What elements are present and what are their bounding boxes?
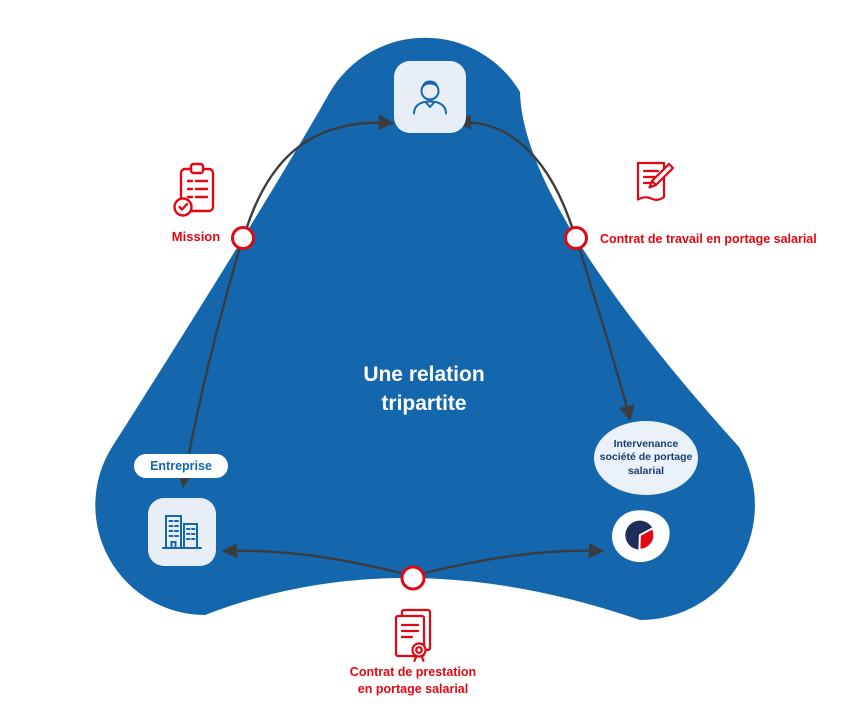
documents-seal-icon	[394, 608, 432, 662]
mission-label: Mission	[171, 229, 221, 244]
arrow-contract-to-consultant	[455, 114, 575, 231]
person-icon	[413, 80, 447, 115]
connector-node-bottom	[400, 565, 426, 591]
entreprise-label: Entreprise	[134, 454, 228, 478]
relation-arrows	[177, 114, 635, 575]
portage-company-tile	[608, 506, 674, 566]
connector-node-left	[231, 226, 255, 250]
entreprise-tile	[148, 498, 216, 566]
arrow-contract-to-portage	[577, 246, 635, 422]
arrow-prestation-to-entreprise	[221, 542, 402, 575]
arrow-prestation-to-portage	[424, 542, 605, 575]
service-contract-label-line1: Contrat de prestation	[349, 665, 477, 679]
connector-nodes	[231, 226, 588, 591]
buildings-icon	[162, 515, 202, 549]
service-contract-label-line2: en portage salarial	[357, 681, 469, 696]
service-contract-label: Contrat de prestation en portage salaria…	[308, 664, 518, 698]
portage-label-line3: salarial	[627, 464, 665, 477]
page-title: Une relation tripartite	[292, 360, 556, 419]
portage-company-label: Intervenance société de portage salarial	[594, 421, 698, 495]
page-title-line1: Une relation	[363, 363, 485, 386]
connector-node-right	[564, 226, 588, 250]
work-contract-label: Contrat de travail en portage salarial	[600, 232, 817, 246]
page-title-line2: tripartite	[381, 392, 467, 416]
portage-logo-icon	[625, 520, 656, 551]
portage-label-line2: société de portage	[599, 451, 693, 464]
consultant-tile	[394, 61, 466, 133]
blue-blob	[95, 37, 755, 621]
document-pen-icon	[636, 161, 675, 201]
arrow-mission-to-consultant	[244, 114, 395, 231]
portage-label-line1: Intervenance	[613, 438, 679, 451]
clipboard-check-icon	[173, 162, 215, 217]
